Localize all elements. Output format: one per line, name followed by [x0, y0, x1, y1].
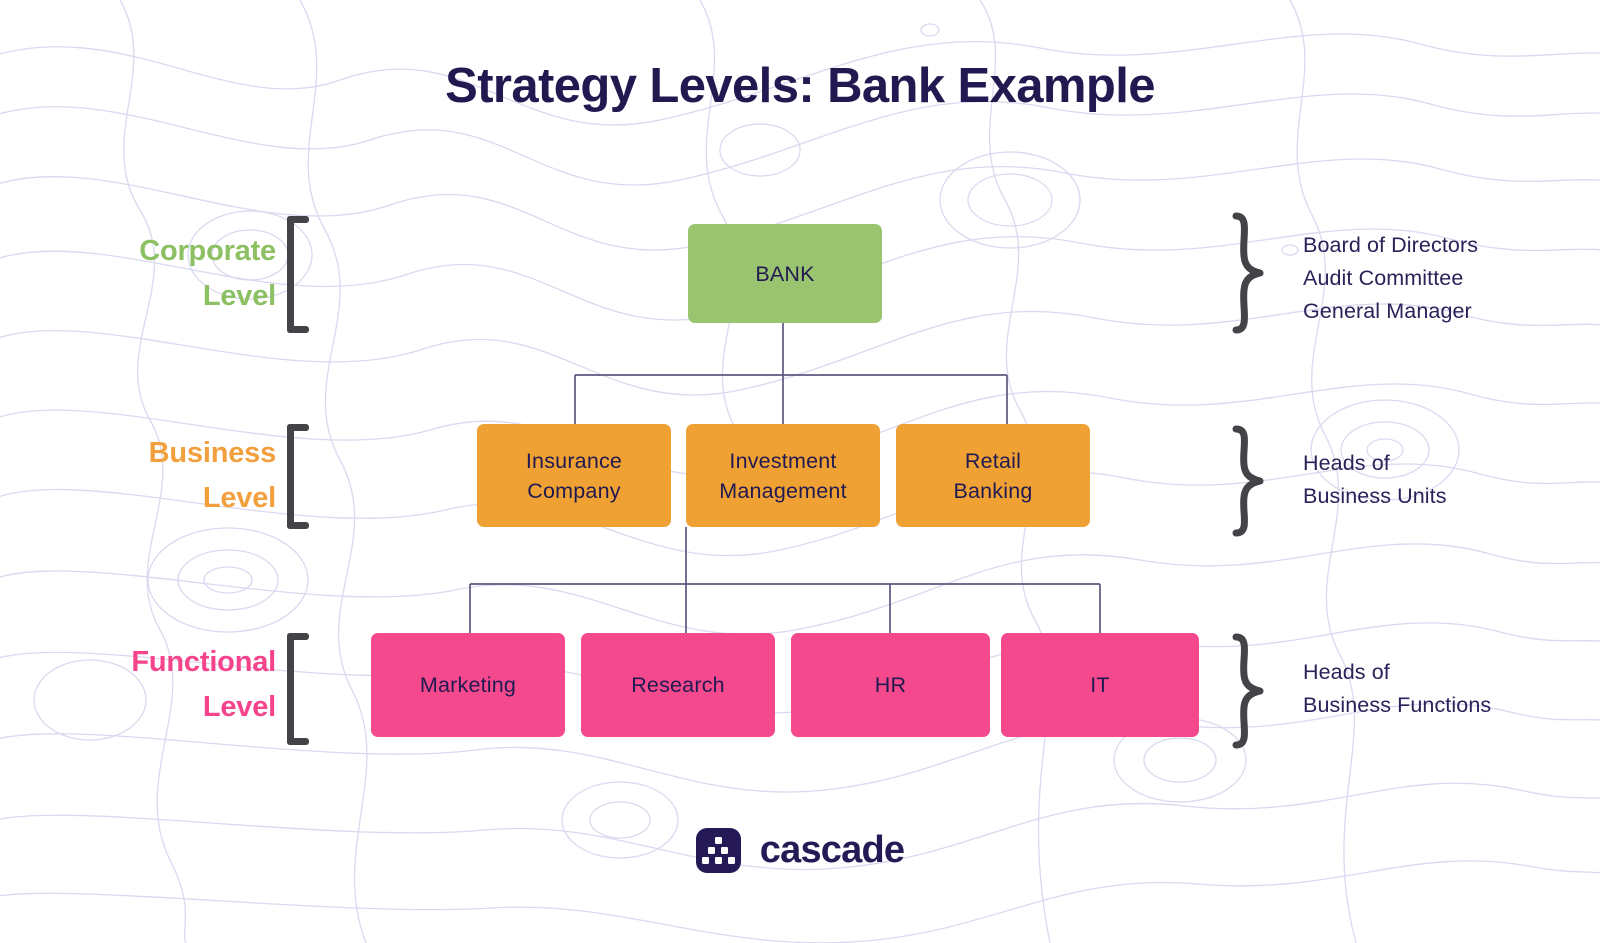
node-hr-label: HR [874, 673, 907, 697]
node-bank[interactable]: BANK [688, 224, 882, 323]
node-marketing-label: Marketing [419, 673, 517, 697]
node-it[interactable]: IT [1001, 633, 1199, 737]
node-research-label: Research [631, 673, 725, 697]
node-research[interactable]: Research [581, 633, 775, 737]
node-hr[interactable]: HR [791, 633, 990, 737]
cascade-wordmark: cascade [759, 829, 905, 871]
cascade-pyramid-icon [695, 828, 741, 873]
node-bank-label: BANK [755, 261, 815, 286]
node-marketing[interactable]: Marketing [371, 633, 565, 737]
node-it-label: IT [1090, 673, 1110, 697]
footer-logo: cascade [0, 828, 1600, 873]
